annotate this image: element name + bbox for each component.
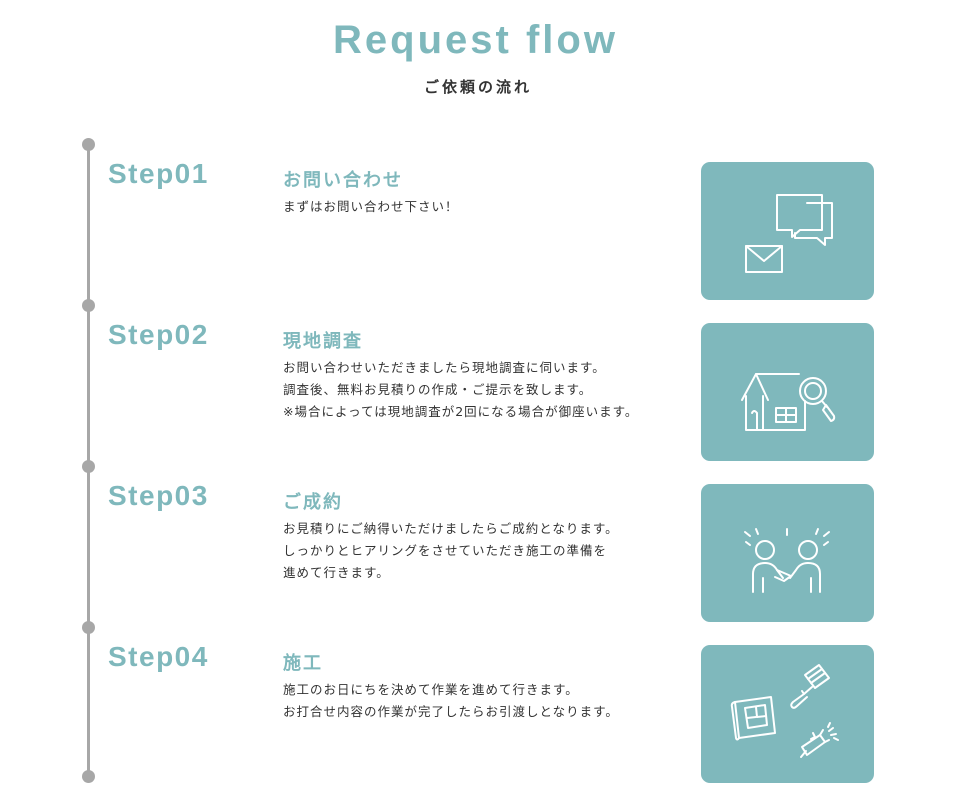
step-description: まずはお問い合わせ下さい！ [283, 196, 459, 218]
step-label: Step02 [108, 319, 209, 350]
step-title: 現地調査 [283, 331, 363, 352]
step-icon-card [701, 484, 874, 622]
timeline-dot [82, 138, 95, 151]
step-label: Step01 [108, 158, 209, 189]
step-icon-card [701, 323, 874, 461]
step-label: Step03 [108, 480, 209, 511]
step-description-line: 施工のお日にちを決めて作業を進めて行きます。 [283, 682, 579, 697]
step-icon-card [701, 645, 874, 783]
timeline-dot [82, 621, 95, 634]
step-icon-card [701, 162, 874, 300]
step-description-line: ※場合によっては現地調査が2回になる場合が御座います。 [283, 404, 639, 419]
handshake-icon [744, 528, 830, 593]
step-title: ご成約 [283, 492, 343, 513]
page-title: Request flow [333, 18, 618, 62]
step-description-line: 進めて行きます。 [283, 565, 390, 580]
step-description-line: まずはお問い合わせ下さい！ [283, 199, 459, 214]
page-subtitle: ご依頼の流れ [423, 78, 532, 96]
step-description-line: しっかりとヒアリングをさせていただき施工の準備を [283, 543, 608, 558]
chat-bubbles-envelope-icon [745, 194, 833, 273]
timeline-dot [82, 299, 95, 312]
blueprint-roller-sprayer-icon [730, 664, 839, 758]
step-label: Step04 [108, 641, 209, 672]
timeline-dot [82, 460, 95, 473]
step-title: お問い合わせ [283, 170, 403, 191]
timeline-dot [82, 770, 95, 783]
step-description-line: お打合せ内容の作業が完了したらお引渡しとなります。 [283, 704, 619, 719]
step-title: 施工 [283, 653, 323, 674]
step-description-line: お問い合わせいただきましたら現地調査に伺います。 [283, 360, 606, 375]
step-description: お見積りにご納得いただけましたらご成約となります。 しっかりとヒアリングをさせて… [283, 518, 619, 584]
step-description-line: 調査後、無料お見積りの作成・ご提示を致します。 [283, 382, 593, 397]
house-magnifier-icon [741, 373, 836, 431]
step-description: 施工のお日にちを決めて作業を進めて行きます。 お打合せ内容の作業が完了したらお引… [283, 679, 619, 723]
step-description: お問い合わせいただきましたら現地調査に伺います。 調査後、無料お見積りの作成・ご… [283, 357, 638, 423]
step-description-line: お見積りにご納得いただけましたらご成約となります。 [283, 521, 619, 536]
